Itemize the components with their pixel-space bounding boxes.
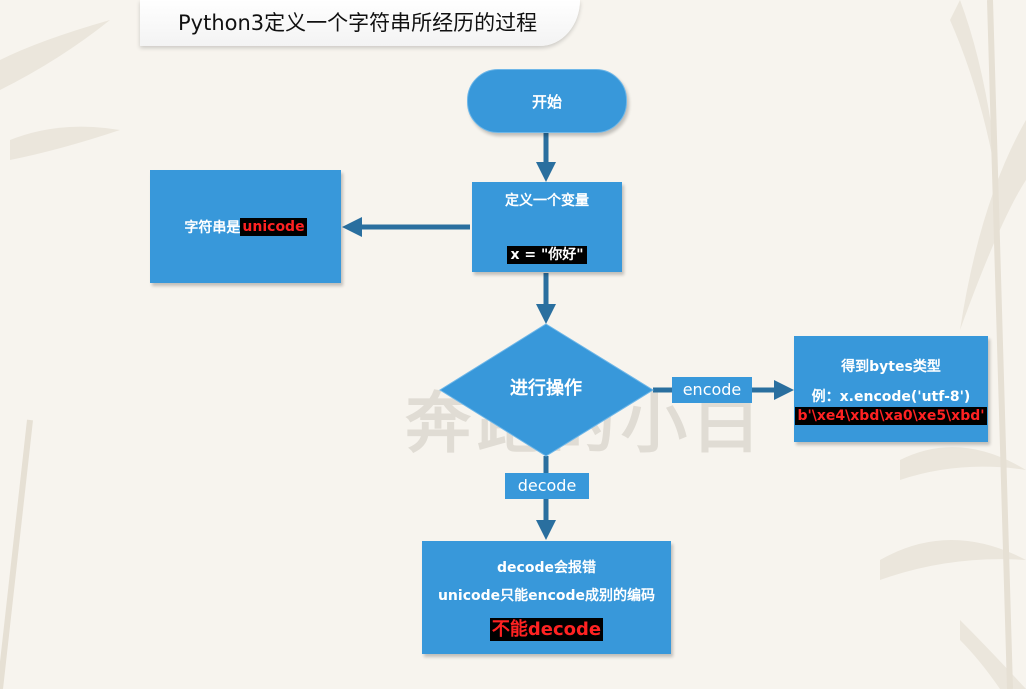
bytes-example: 例：x.encode('utf-8') [811,389,971,405]
bytes-result: b'\xe4\xbd\xa0\xe5\xbd' [795,407,987,425]
define-variable-node: 定义一个变量 x = "你好" [472,182,622,272]
bytes-node: 得到bytes类型 例：x.encode('utf-8') b'\xe4\xbd… [794,336,988,442]
error-title: decode会报错 [497,560,596,576]
error-detail: unicode只能encode成别的编码 [437,588,656,604]
unicode-highlight: unicode [240,217,307,236]
decision-label: 进行操作 [510,378,582,399]
define-variable-label: 定义一个变量 [505,193,589,209]
decode-error-node: decode会报错 unicode只能encode成别的编码 不能decode [422,541,671,654]
decision-diamond [439,323,654,457]
start-label: 开始 [531,92,562,111]
title-tab: Python3定义一个字符串所经历的过程 [140,0,580,46]
unicode-prefix: 字符串是 [184,219,241,236]
encode-edge-label: encode [672,377,752,403]
page-title: Python3定义一个字符串所经历的过程 [178,11,538,35]
define-variable-code: x = "你好" [507,246,587,264]
bytes-title: 得到bytes类型 [841,359,941,375]
start-node: 开始 [467,69,627,133]
decode-edge-label: decode [505,473,589,499]
error-highlight: 不能decode [489,618,604,641]
